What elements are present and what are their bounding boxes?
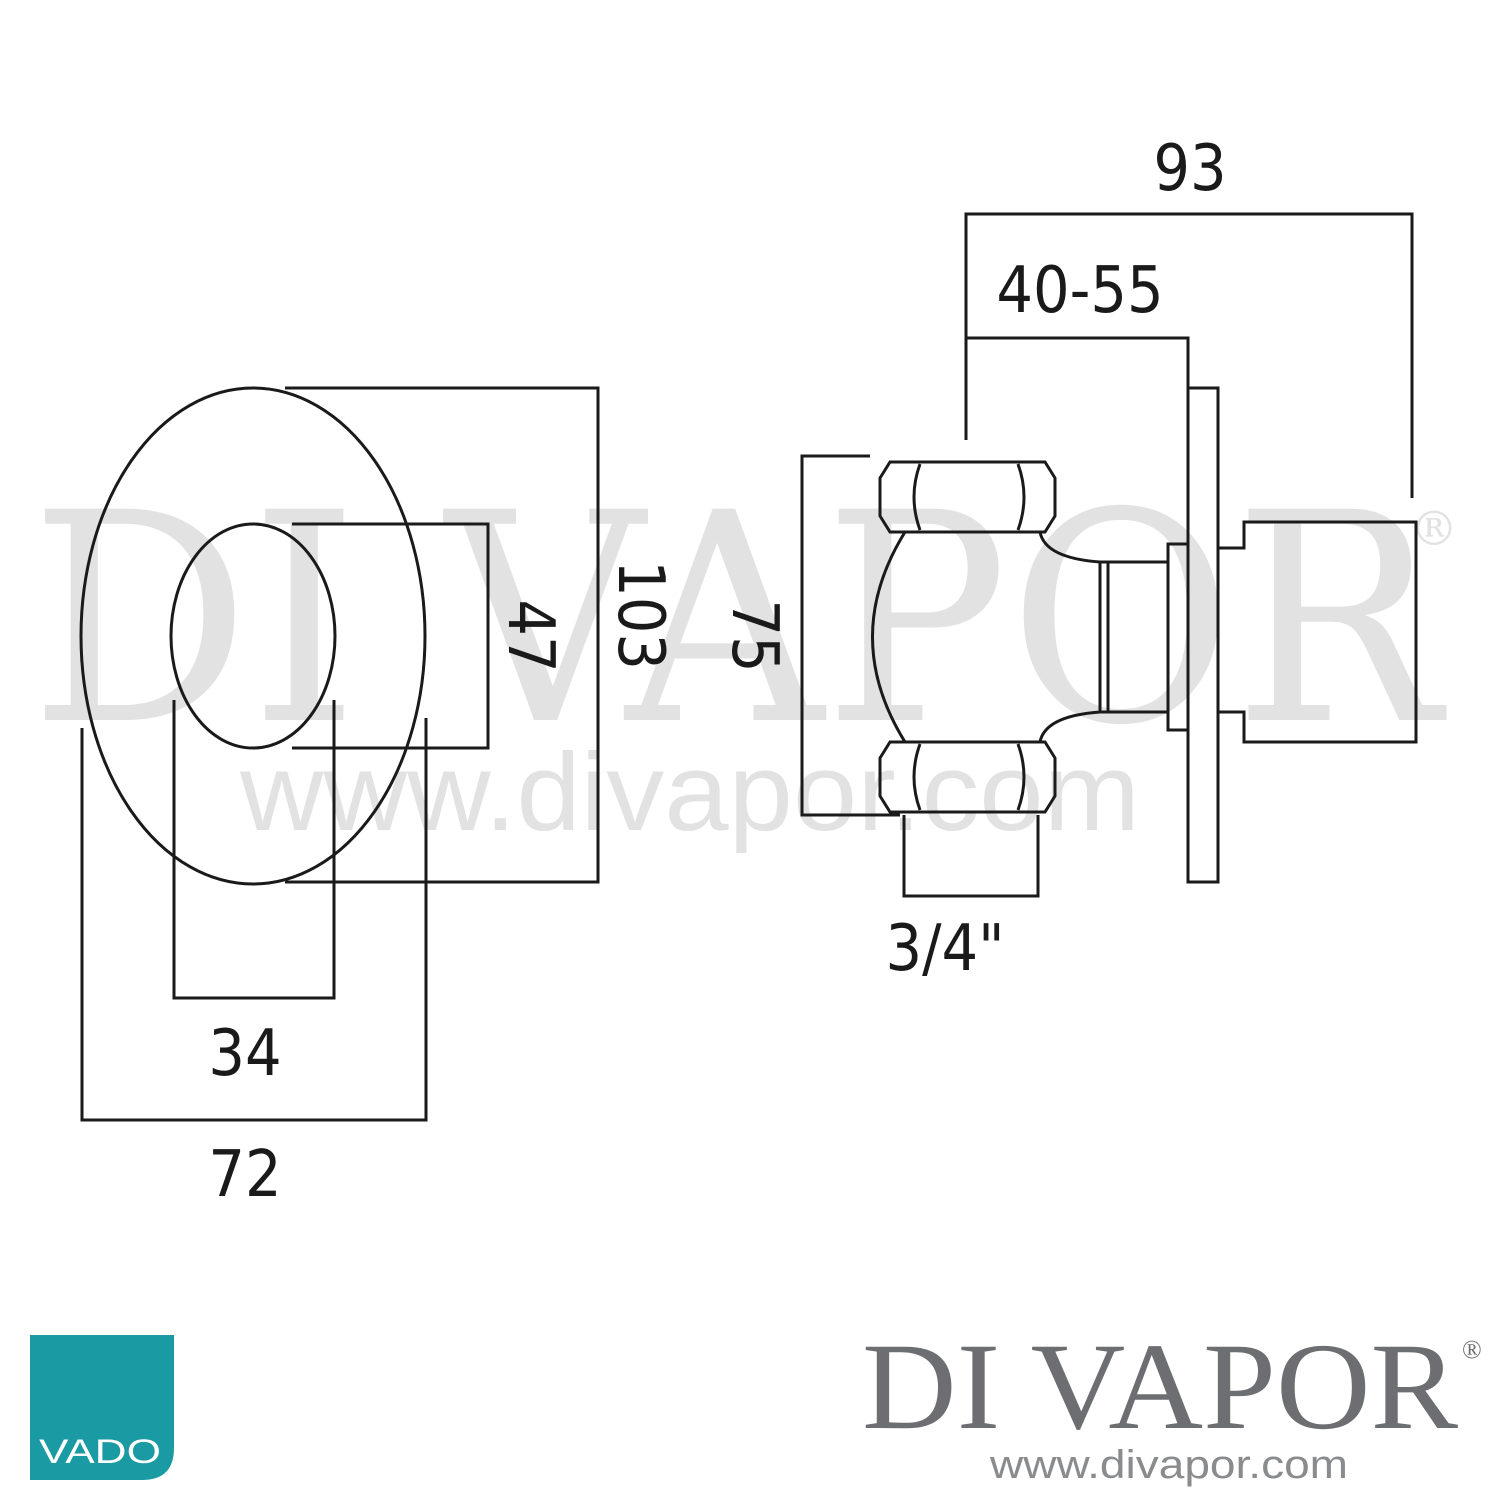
dim-label-body-height: 75 — [717, 599, 791, 672]
dim-line-outer-width — [80, 718, 428, 1122]
dim-label-inner-width: 34 — [208, 1017, 281, 1091]
front-inner-handle — [169, 522, 337, 750]
top-hex-nut — [878, 460, 1057, 534]
dim-label-inner-height: 47 — [493, 599, 567, 672]
dim-label-outer-height: 103 — [603, 560, 677, 670]
watermark-url: www.divapor.com — [239, 731, 1140, 854]
divapor-logo-name: DI VAPOR — [862, 1318, 1458, 1455]
dim-line-wall-range — [966, 336, 1190, 388]
dim-line-inner-height — [292, 522, 490, 750]
dim-label-wall-range: 40-55 — [996, 254, 1163, 328]
dim-line-thread — [902, 815, 1040, 898]
divapor-logo: DI VAPOR ® www.divapor.com — [862, 1318, 1482, 1487]
dim-label-outer-width: 72 — [208, 1138, 281, 1212]
vado-logo-text: VADO — [39, 1433, 161, 1471]
side-view: 93 40-55 75 3/4" — [717, 132, 1418, 986]
divapor-registered-mark: ® — [1462, 1335, 1482, 1364]
top-hex-facets — [912, 463, 1026, 531]
watermark-registered-mark: ® — [1410, 501, 1458, 557]
vado-logo-badge — [30, 1335, 174, 1480]
valve-body-left — [871, 531, 907, 743]
vado-logo: VADO — [30, 1335, 174, 1480]
bottom-hex-nut — [878, 740, 1057, 814]
wall-plate — [1186, 386, 1220, 884]
bottom-hex-facets — [912, 743, 1026, 811]
dim-line-inner-width — [172, 700, 336, 1000]
front-view: 47 103 34 72 — [79, 386, 677, 1212]
watermark: DI VAPOR ® www.divapor.com — [30, 452, 1458, 854]
dim-label-total-depth: 93 — [1153, 132, 1226, 206]
dim-line-body-height — [800, 454, 900, 817]
front-outer-plate — [79, 386, 427, 886]
dim-line-outer-height — [285, 386, 600, 884]
dim-line-total-depth — [964, 212, 1414, 498]
dim-label-thread: 3/4" — [885, 912, 1004, 986]
divapor-logo-url: www.divapor.com — [989, 1443, 1348, 1487]
handle — [1218, 520, 1418, 744]
watermark-text: DI VAPOR — [30, 452, 1448, 789]
